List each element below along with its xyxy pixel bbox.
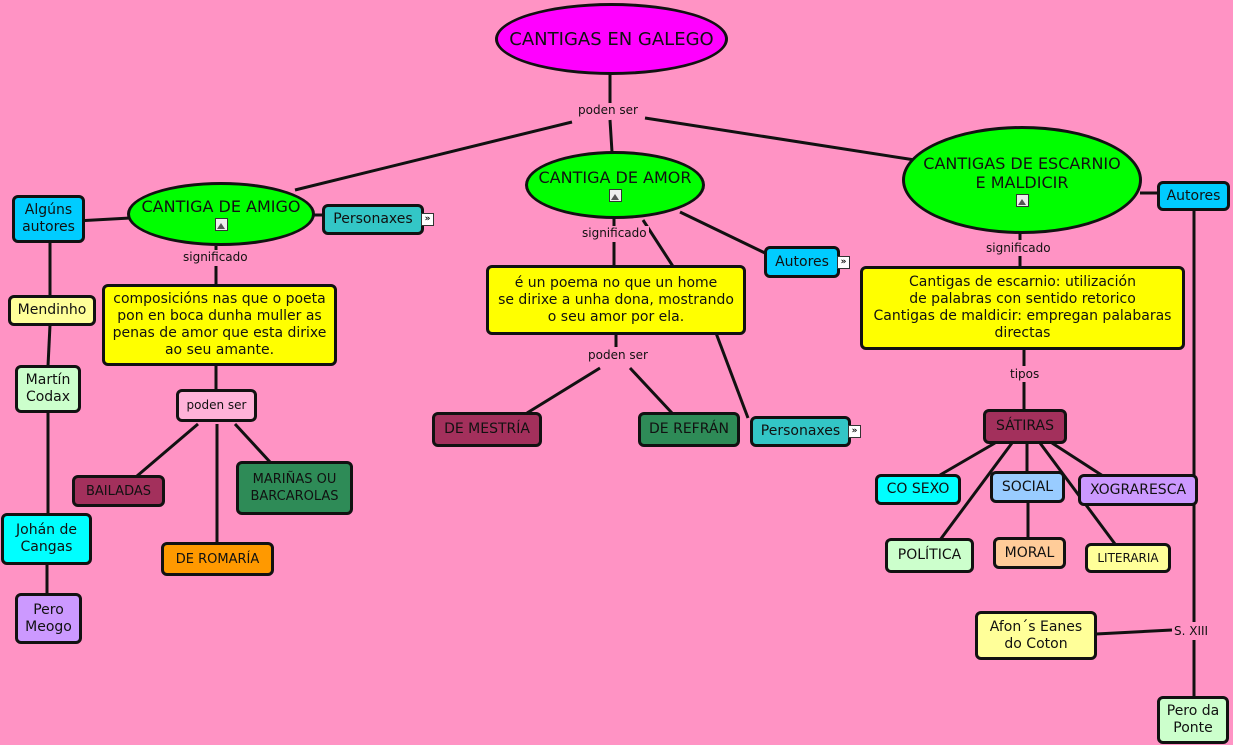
cantiga-de-amigo-node[interactable]: CANTIGA DE AMIGO: [127, 182, 315, 246]
amigo-type-de-romaria[interactable]: DE ROMARÍA: [161, 542, 274, 576]
link-poden-ser-top: poden ser: [576, 103, 640, 117]
image-icon[interactable]: [214, 218, 228, 231]
cantiga-de-amor-title: CANTIGA DE AMOR: [538, 168, 692, 187]
link-significado-escarnio: significado: [984, 241, 1053, 255]
amor-personaxes-node[interactable]: Personaxes: [750, 416, 851, 447]
author-afons-eanes-label: Afon´s Eanes do Coton: [989, 618, 1083, 652]
cantigas-de-escarnio-title: CANTIGAS DE ESCARNIO E MALDICIR: [923, 153, 1121, 192]
author-mendinho[interactable]: Mendinho: [8, 295, 96, 326]
amor-type-de-refran[interactable]: DE REFRÁN: [638, 412, 740, 447]
amor-type-de-mestria-label: DE MESTRÍA: [444, 421, 530, 437]
satira-politica[interactable]: POLÍTICA: [885, 538, 974, 573]
amigo-poden-ser-node[interactable]: poden ser: [176, 389, 257, 422]
amigo-definition-text: composicións nas que o poeta pon en boca…: [112, 291, 327, 358]
amigo-autores-label: Algúns autores: [22, 202, 75, 235]
satira-social-label: SOCIAL: [1001, 478, 1054, 495]
satira-co-sexo[interactable]: CO SEXO: [875, 474, 961, 505]
escarnio-autores-node[interactable]: Autores: [1157, 181, 1230, 211]
author-martin-codax[interactable]: Martín Codax: [15, 365, 81, 413]
amor-type-de-refran-label: DE REFRÁN: [649, 421, 729, 437]
cantiga-de-amor-node[interactable]: CANTIGA DE AMOR: [525, 151, 705, 219]
link-tipos: tipos: [1008, 367, 1042, 381]
cantiga-de-amigo-title: CANTIGA DE AMIGO: [141, 197, 301, 216]
main-title: CANTIGAS EN GALEGO: [509, 28, 714, 50]
amigo-type-de-romaria-label: DE ROMARÍA: [175, 551, 260, 567]
amigo-autores-node[interactable]: Algúns autores: [12, 195, 85, 243]
amigo-personaxes-node[interactable]: Personaxes: [322, 204, 424, 235]
expand-arrows-icon[interactable]: »: [848, 425, 861, 438]
satira-politica-label: POLÍTICA: [897, 547, 962, 563]
satira-co-sexo-label: CO SEXO: [886, 481, 950, 497]
link-significado-amor: significado: [580, 226, 649, 240]
satira-social[interactable]: SOCIAL: [990, 471, 1065, 503]
expand-arrows-icon[interactable]: »: [421, 213, 434, 226]
image-icon[interactable]: [608, 189, 622, 202]
author-pero-da-ponte-label: Pero da Ponte: [1166, 703, 1220, 736]
amigo-type-bailadas[interactable]: BAILADAS: [72, 475, 165, 507]
amigo-definition-node[interactable]: composicións nas que o poeta pon en boca…: [102, 284, 337, 366]
image-icon[interactable]: [1015, 193, 1029, 207]
amor-personaxes-label: Personaxes: [760, 423, 841, 439]
satira-xograresca-label: XOGRARESCA: [1089, 481, 1187, 498]
author-johan-de-cangas-label: Johán de Cangas: [16, 522, 77, 555]
amigo-type-bailadas-label: BAILADAS: [85, 483, 151, 499]
author-mendinho-label: Mendinho: [17, 302, 87, 318]
expand-arrows-icon[interactable]: »: [837, 256, 850, 269]
amor-autores-node[interactable]: Autores: [764, 246, 840, 278]
author-johan-de-cangas[interactable]: Johán de Cangas: [1, 513, 92, 565]
amor-definition-node[interactable]: é un poema no que un home se dirixe a un…: [486, 265, 746, 335]
author-afons-eanes[interactable]: Afon´s Eanes do Coton: [975, 611, 1097, 660]
author-martin-codax-label: Martín Codax: [25, 372, 71, 405]
amor-autores-label: Autores: [775, 253, 829, 270]
amigo-personaxes-label: Personaxes: [333, 211, 413, 227]
link-significado-amigo: significado: [181, 250, 250, 264]
satira-moral-label: MORAL: [1004, 544, 1055, 561]
amigo-type-marinas-label: MARIÑAS OU BARCAROLAS: [250, 472, 339, 504]
escarnio-definition-text: Cantigas de escarnio: utilización de pal…: [873, 274, 1172, 341]
amigo-poden-ser-label: poden ser: [186, 398, 247, 412]
main-title-node[interactable]: CANTIGAS EN GALEGO: [495, 3, 728, 75]
amor-definition-text: é un poema no que un home se dirixe a un…: [498, 274, 734, 325]
author-pero-da-ponte[interactable]: Pero da Ponte: [1157, 696, 1229, 744]
escarnio-autores-label: Autores: [1166, 187, 1221, 204]
amigo-type-marinas[interactable]: MARIÑAS OU BARCAROLAS: [236, 461, 353, 515]
link-s-xiii: S. XIII: [1172, 624, 1211, 638]
author-pero-meogo-label: Pero Meogo: [25, 601, 72, 635]
satiras-label: SÁTIRAS: [996, 418, 1054, 434]
amor-type-de-mestria[interactable]: DE MESTRÍA: [432, 412, 542, 447]
satira-literaria-label: LITERARIA: [1097, 550, 1159, 565]
satira-xograresca[interactable]: XOGRARESCA: [1078, 474, 1198, 506]
author-pero-meogo[interactable]: Pero Meogo: [15, 593, 82, 644]
cantigas-de-escarnio-node[interactable]: CANTIGAS DE ESCARNIO E MALDICIR: [902, 126, 1142, 234]
satira-literaria[interactable]: LITERARIA: [1085, 543, 1171, 573]
escarnio-definition-node[interactable]: Cantigas de escarnio: utilización de pal…: [860, 266, 1185, 350]
satira-moral[interactable]: MORAL: [993, 537, 1066, 569]
satiras-node[interactable]: SÁTIRAS: [983, 409, 1067, 444]
link-poden-ser-amor: poden ser: [586, 348, 650, 362]
